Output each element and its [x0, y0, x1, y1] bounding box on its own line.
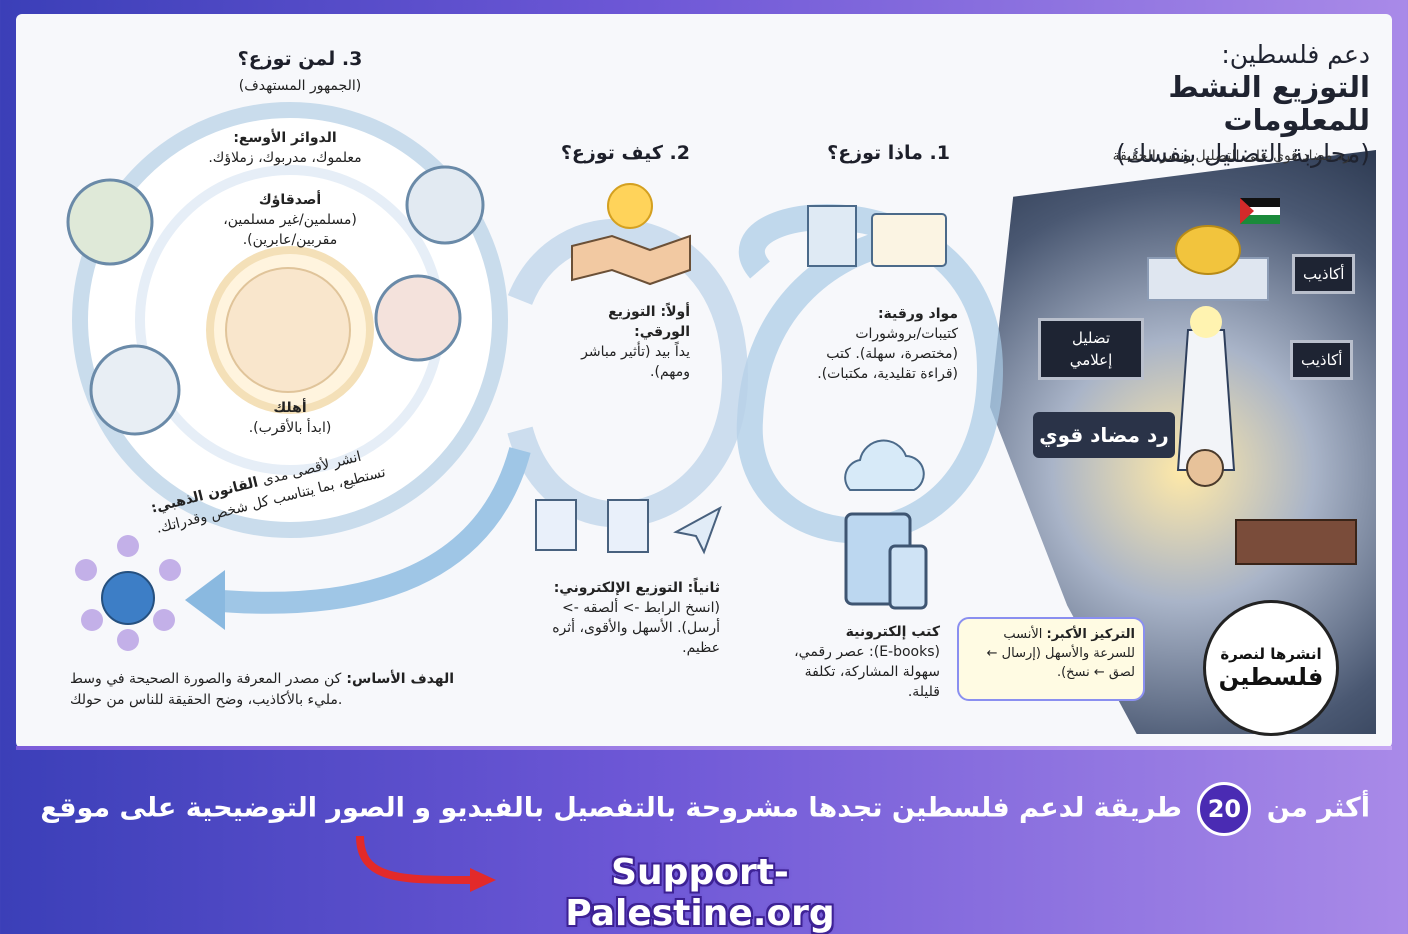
- family-title: أهلك: [273, 400, 307, 416]
- friends-avatar: [374, 274, 462, 362]
- speaker-avatar: [1186, 449, 1224, 487]
- paper-distribution: أولاً: التوزيع الورقي: يداً بيد (تأثير م…: [560, 302, 690, 382]
- family: أهلك (ابدأ بالأقرب).: [230, 398, 350, 438]
- network-node: [159, 559, 181, 581]
- count-badge: 20: [1197, 782, 1252, 836]
- panel-divider: [16, 746, 1392, 750]
- paper-materials: مواد ورقية: كتيبات/بروشورات (مختصرة، سهل…: [808, 304, 958, 384]
- main-goal: الهدف الأساس: كن مصدر المعرفة والصورة ال…: [70, 668, 460, 710]
- smile-icon: [607, 183, 653, 229]
- focus-body: الأنسب للسرعة والأسهل (إرسال ← لصق ← نسخ…: [986, 627, 1135, 680]
- lies-tag: أكاذيب: [1292, 254, 1356, 294]
- send-icon: [673, 505, 722, 555]
- teacher-avatar: [66, 178, 154, 266]
- clipboard-icon: [607, 499, 649, 553]
- brochure-icon: [807, 205, 857, 267]
- paper-materials-body: كتيبات/بروشورات (مختصرة، سهلة). كتب (قرا…: [817, 326, 958, 382]
- title-line-3: (محاربة التضليل بنفسك): [1115, 139, 1370, 168]
- step1-title: 1. ماذا توزع؟: [827, 142, 950, 164]
- network-node: [81, 609, 103, 631]
- goal-title: الهدف الأساس:: [346, 671, 455, 687]
- red-arrow-icon: [356, 835, 471, 884]
- step3-title: 3. لمن توزع؟: [237, 48, 363, 70]
- network-node: [117, 629, 139, 651]
- book-icon: [871, 213, 947, 267]
- flow-loop-middle: [507, 218, 749, 528]
- books-stack-icon: [1235, 519, 1357, 565]
- main-title: دعم فلسطين: التوزيع النشط للمعلومات (محا…: [1040, 38, 1370, 170]
- lies-tag-2: أكاذيب: [1290, 340, 1354, 380]
- handshake-icon: [571, 234, 691, 286]
- return-arrow: [209, 447, 531, 614]
- coach-avatar: [405, 165, 485, 245]
- phone-icon: [888, 544, 928, 610]
- network-node: [153, 609, 175, 631]
- flag-triangle-red: [1240, 198, 1254, 224]
- step3-subtitle: (الجمهور المستهدف): [238, 78, 362, 94]
- red-arrow-head: [470, 868, 496, 892]
- friends-body: (مسلمين/غير مسلمين، مقربين/عابرين).: [223, 212, 357, 248]
- globe-network-icon: [101, 571, 155, 625]
- friends: أصدقاؤك (مسلمين/غير مسلمين، مقربين/عابري…: [210, 190, 370, 250]
- paper-distribution-title: أولاً: التوزيع الورقي:: [608, 304, 690, 340]
- document-icon: [535, 499, 577, 551]
- website-link[interactable]: Support-Palestine.org: [565, 852, 835, 934]
- footer-promo-text: أكثر من 20 طريقة لدعم فلسطين تجدها مشروح…: [40, 782, 1370, 836]
- spread-for-palestine-badge: انشرها لنصرة فلسطين: [1203, 600, 1339, 736]
- main-subtitle: رد مضاد قوي على التضليل ونشر الحقيقة: [1112, 148, 1350, 164]
- goal-body: كن مصدر المعرفة والصورة الصحيحة في وسط م…: [70, 671, 343, 708]
- focus-title: التركيز الأكبر:: [1046, 627, 1136, 642]
- electronic-distribution: ثانياً: التوزيع الإلكتروني: (انسخ الرابط…: [520, 578, 720, 658]
- step2-title: 2. كيف توزع؟: [560, 142, 690, 164]
- colleagues-avatar: [89, 344, 181, 436]
- badge-line-2: فلسطين: [1218, 663, 1324, 691]
- wider-circles: الدوائر الأوسع: معلموك، مدربوك، زملاؤك.: [190, 128, 380, 168]
- family-avatar: [225, 267, 351, 393]
- ebooks-body: (E-books): عصر رقمي، سهولة المشاركة، تكل…: [794, 644, 940, 700]
- electronic-distribution-body: (انسخ الرابط -> ألصقه -> أرسل). الأسهل و…: [552, 600, 720, 656]
- badge-line-1: انشرها لنصرة: [1220, 645, 1322, 663]
- media-misinformation-tag: تضليل إعلامي: [1038, 318, 1144, 380]
- cloud-icon: [844, 439, 925, 491]
- paper-materials-title: مواد ورقية:: [877, 306, 958, 322]
- lighthouse-icon: [1176, 329, 1236, 471]
- wider-circles-title: الدوائر الأوسع:: [233, 130, 337, 146]
- paper-distribution-body: يداً بيد (تأثير مباشر ومهم).: [581, 344, 690, 380]
- footer-prefix: أكثر من: [1266, 792, 1370, 824]
- title-line-1: دعم فلسطين:: [1221, 40, 1370, 69]
- title-line-2: التوزيع النشط للمعلومات: [1168, 70, 1370, 137]
- network-node: [117, 535, 139, 557]
- ebooks: كتب إلكترونية (E-books): عصر رقمي، سهولة…: [790, 622, 940, 702]
- counter-response-banner: رد مضاد قوي: [1033, 412, 1175, 458]
- flag-stripe-green: [1240, 215, 1280, 224]
- wider-circles-body: معلموك، مدربوك، زملاؤك.: [208, 150, 362, 166]
- friends-title: أصدقاؤك: [258, 192, 322, 208]
- return-arrow-head: [185, 570, 225, 630]
- focus-callout: التركيز الأكبر: الأنسب للسرعة والأسهل (إ…: [957, 617, 1145, 701]
- golden-dome-icon: [1175, 225, 1241, 275]
- network-node: [75, 559, 97, 581]
- electronic-distribution-title: ثانياً: التوزيع الإلكتروني:: [553, 580, 720, 596]
- flag-stripe-black: [1240, 198, 1280, 207]
- family-body: (ابدأ بالأقرب).: [248, 420, 332, 436]
- footer-suffix: طريقة لدعم فلسطين تجدها مشروحة بالتفصيل …: [40, 792, 1182, 824]
- ebooks-title: كتب إلكترونية: [845, 624, 940, 640]
- lighthouse-light: [1190, 306, 1222, 338]
